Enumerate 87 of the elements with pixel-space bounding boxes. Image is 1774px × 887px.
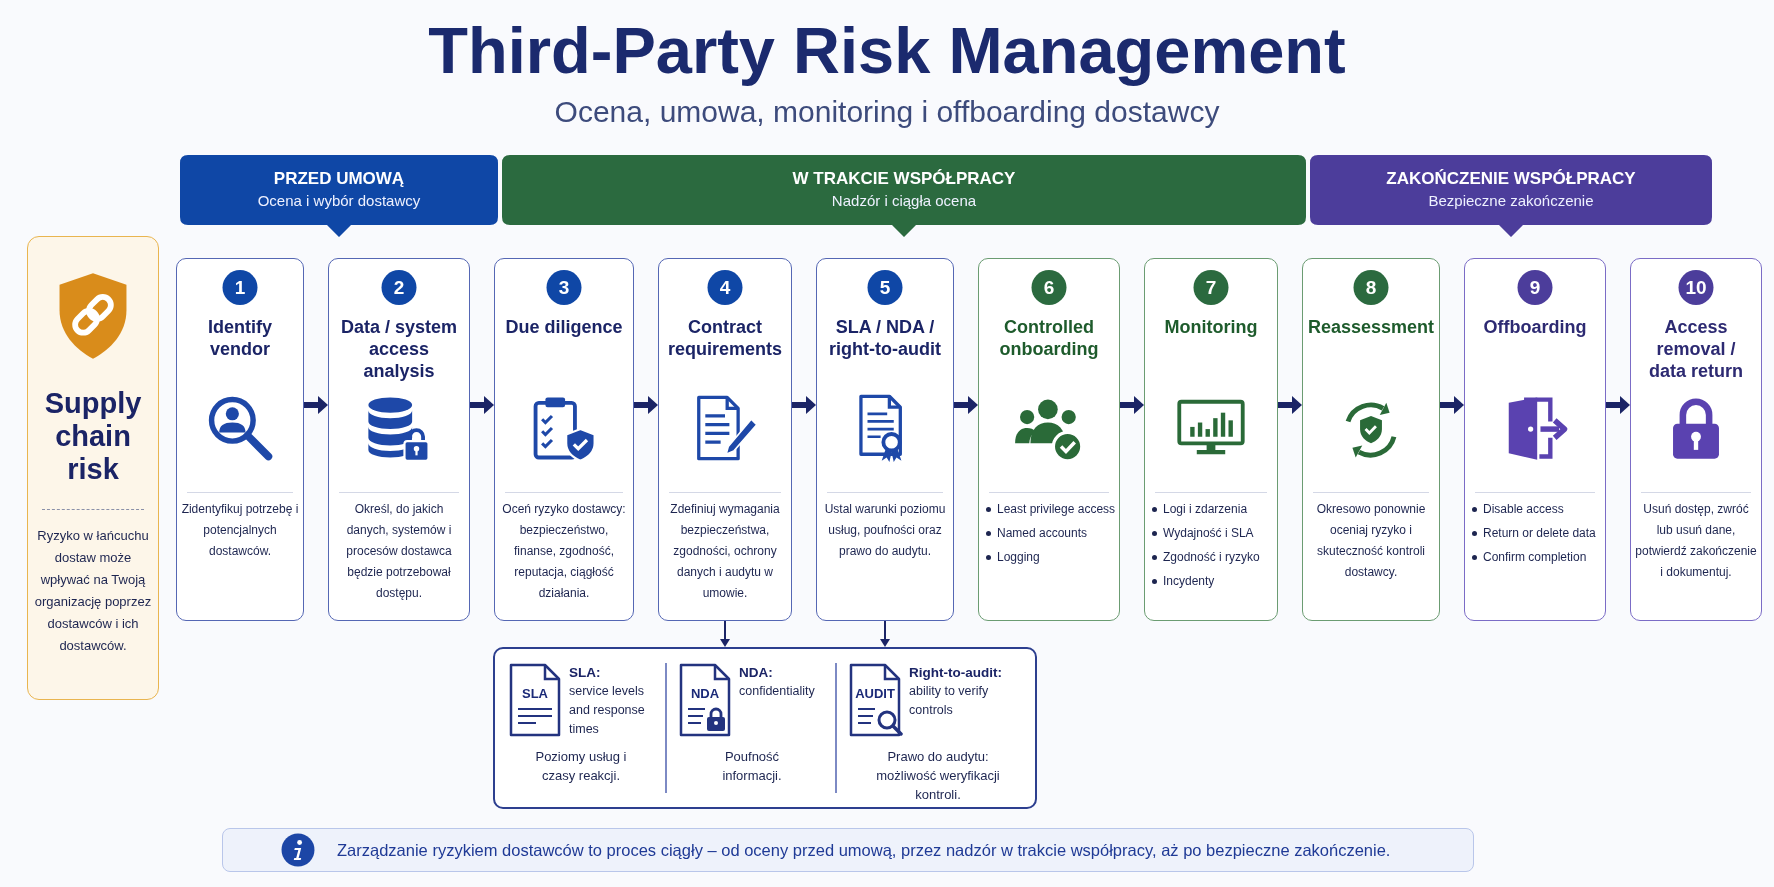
step-title: Monitoring	[1164, 316, 1258, 338]
flow-arrow	[1278, 396, 1302, 414]
phase-title: ZAKOŃCZENIE WSPÓŁPRACY	[1386, 168, 1636, 190]
phase-subtitle: Nadzór i ciągła ocena	[831, 191, 977, 211]
phase-subtitle: Bezpieczne zakończenie	[1428, 191, 1594, 211]
step-title: Contract requirements	[666, 316, 783, 360]
phase-banner	[1310, 155, 1712, 237]
document-label: NDA	[690, 685, 720, 703]
step-card	[1630, 258, 1762, 621]
step-card	[494, 258, 634, 621]
step-description: Okresowo ponownie oceniaj ryzyko i skuteczność kontroli dostawcy.	[1315, 501, 1427, 581]
step-card	[1302, 258, 1440, 621]
term-description: confidentiality	[739, 683, 815, 700]
step-number-badge: 5	[867, 270, 903, 305]
step-number-badge: 4	[707, 270, 743, 305]
step-title: Reassessment	[1307, 316, 1435, 338]
step-number-badge: 1	[222, 270, 258, 305]
info-note-text: Zarządzanie ryzykiem dostawców to proces ciągły – od oceny przed umową, przez nadzór w trakcie współpracy, aż po bezpieczne zakończenie.	[337, 840, 1391, 861]
connector-arrow	[880, 620, 890, 647]
step-number-badge: 9	[1517, 270, 1553, 305]
phase-banner	[502, 155, 1306, 237]
step-description: Ustal warunki poziomu usług, poufności oraz prawo do audytu.	[823, 501, 947, 560]
step-card	[1144, 258, 1278, 621]
step-title: SLA / NDA / right-to-audit	[828, 316, 942, 360]
phase-subtitle: Ocena i wybór dostawcy	[257, 191, 421, 211]
step-number-badge: 7	[1193, 270, 1229, 305]
step-card	[176, 258, 304, 621]
step-card	[816, 258, 954, 621]
detail-panel	[493, 647, 1037, 809]
term-summary: Prawo do audytu: możliwość weryfikacji kontroli.	[875, 748, 1001, 804]
step-title: Offboarding	[1483, 316, 1587, 338]
flow-arrow	[954, 396, 978, 414]
step-description: Określ, do jakich danych, systemów i procesów dostawca będzie potrzebował dostępu.	[345, 501, 453, 602]
bullet-text: Named accounts	[997, 525, 1088, 542]
document-label: SLA	[522, 685, 548, 703]
bullet-text: Wydajność i SLA	[1163, 525, 1254, 542]
term-title: Right-to-audit:	[909, 664, 1002, 682]
term-summary: Poufność informacji.	[721, 748, 783, 785]
step-description: Usuń dostęp, zwróć lub usuń dane, potwierdź zakończenie i dokumentuj.	[1634, 501, 1758, 581]
flow-arrow	[792, 396, 816, 414]
page-title: Third-Party Risk Management	[428, 14, 1346, 88]
step-card	[658, 258, 792, 621]
step-title: Data / system access analysis	[339, 316, 459, 382]
step-number-badge: 3	[546, 270, 582, 305]
phase-banner	[180, 155, 498, 237]
flow-arrow	[1606, 396, 1630, 414]
term-title: SLA:	[569, 664, 601, 682]
info-note-bar	[222, 828, 1474, 872]
bullet-text: Incydenty	[1163, 573, 1215, 590]
step-description: Oceń ryzyko dostawcy: bezpieczeństwo, finanse, zgodność, reputacja, ciągłość działania.	[501, 501, 627, 602]
step-card	[978, 258, 1120, 621]
flow-arrow	[1120, 396, 1144, 414]
step-title: Identify vendor	[207, 316, 273, 360]
connector-arrow	[720, 620, 730, 647]
bullet-text: Logi i zdarzenia	[1163, 501, 1248, 518]
side-info-panel	[27, 236, 159, 700]
step-description: Zidentyfikuj potrzebę i potencjalnych dostawców.	[180, 501, 300, 560]
flow-arrow	[634, 396, 658, 414]
step-title: Controlled onboarding	[998, 316, 1100, 360]
step-number-badge: 6	[1031, 270, 1067, 305]
document-label: AUDIT	[855, 685, 895, 703]
term-description: service levels and response times	[569, 683, 646, 738]
panel-title: Supply chain risk	[43, 387, 143, 486]
bullet-text: Least privilege access	[997, 501, 1116, 518]
phase-title: W TRAKCIE WSPÓŁPRACY	[792, 168, 1016, 190]
term-description: ability to verify controls	[909, 683, 990, 719]
step-description: Zdefiniuj wymagania bezpieczeństwa, zgodności, ochrony danych i audytu w umowie.	[669, 501, 781, 602]
step-card	[1464, 258, 1606, 621]
page-subtitle: Ocena, umowa, monitoring i offboarding dostawcy	[554, 94, 1220, 130]
term-title: NDA:	[739, 664, 773, 682]
step-card	[328, 258, 470, 621]
step-title: Due diligence	[505, 316, 623, 338]
bullet-text: Confirm completion	[1483, 549, 1587, 566]
panel-description: Ryzyko w łańcuchu dostaw może wpływać na Twoją organizację poprzez dostawców i ich dostawców.	[34, 527, 152, 655]
bullet-text: Zgodność i ryzyko	[1163, 549, 1260, 566]
bullet-text: Logging	[997, 549, 1040, 566]
bullet-text: Return or delete data	[1483, 525, 1596, 542]
flow-arrow	[470, 396, 494, 414]
term-summary: Poziomy usług i czasy reakcji.	[535, 748, 627, 785]
step-title: Access removal / data return	[1648, 316, 1744, 382]
step-number-badge: 10	[1678, 270, 1714, 305]
phase-title: PRZED UMOWĄ	[273, 168, 405, 190]
flow-arrow	[304, 396, 328, 414]
step-number-badge: 2	[381, 270, 417, 305]
flow-arrow	[1440, 396, 1464, 414]
bullet-text: Disable access	[1483, 501, 1564, 518]
step-number-badge: 8	[1353, 270, 1389, 305]
